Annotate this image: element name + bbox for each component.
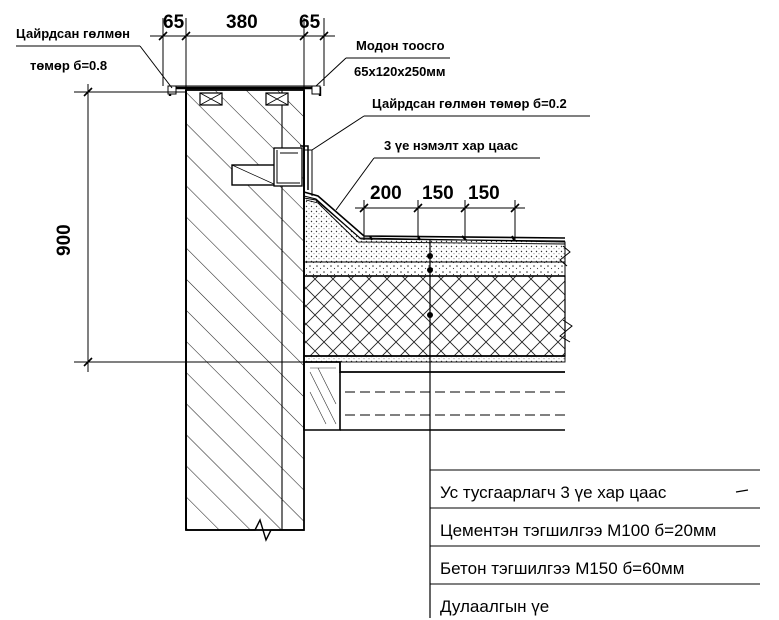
note-galvanized-02-text: Цайрдсан гөлмөн төмөр б=0.2 xyxy=(372,96,567,111)
note-extra-tarpaper: 3 үе нэмэлт хар цаас xyxy=(335,138,540,211)
note-galvanized-08: Цайрдсан гөлмөн төмөр б=0.8 xyxy=(16,26,173,89)
legend-item-cement-screed: Цементэн тэгшилгээ М100 б=20мм xyxy=(440,521,716,540)
dim-top-left: 65 xyxy=(163,12,185,33)
dim-top-right: 65 xyxy=(299,12,321,33)
embedded-wooden-brick xyxy=(231,164,277,186)
roof-layers xyxy=(303,191,573,363)
wooden-brick-blocks xyxy=(199,92,289,106)
note-galvanized-08-line2: төмөр б=0.8 xyxy=(30,58,107,73)
dim-step-2: 150 xyxy=(422,183,454,204)
dim-step-1: 200 xyxy=(370,183,402,204)
legend-item-concrete-screed: Бетон тэгшилгээ М150 б=60мм xyxy=(440,559,684,578)
note-wood-brick: Модон тоосго 65х120х250мм xyxy=(315,38,450,87)
note-galvanized-02: Цайрдсан гөлмөн төмөр б=0.2 xyxy=(311,96,590,151)
top-dimension-lines xyxy=(150,18,335,90)
note-wood-brick-line2: 65х120х250мм xyxy=(354,64,446,79)
vertical-dimension-line xyxy=(74,84,304,372)
dim-step-3: 150 xyxy=(468,183,500,204)
galvanized-flashing xyxy=(273,145,313,196)
step-dimension-lines xyxy=(355,200,525,240)
dim-height: 900 xyxy=(54,224,75,256)
layer-leader xyxy=(427,240,433,618)
note-extra-tarpaper-text: 3 үе нэмэлт хар цаас xyxy=(384,138,518,153)
floor-slab xyxy=(303,361,565,431)
dim-top-middle: 380 xyxy=(226,12,258,33)
note-wood-brick-line1: Модон тоосго xyxy=(356,38,445,53)
legend-item-insulation: Дулаалгын үе xyxy=(440,597,549,616)
legend-item-waterproofing: Ус тусгаарлагч 3 үе хар цаас xyxy=(440,483,667,502)
layer-legend: Ус тусгаарлагч 3 үе хар цаас Цементэн тэ… xyxy=(430,469,760,616)
note-galvanized-08-line1: Цайрдсан гөлмөн xyxy=(16,26,130,41)
